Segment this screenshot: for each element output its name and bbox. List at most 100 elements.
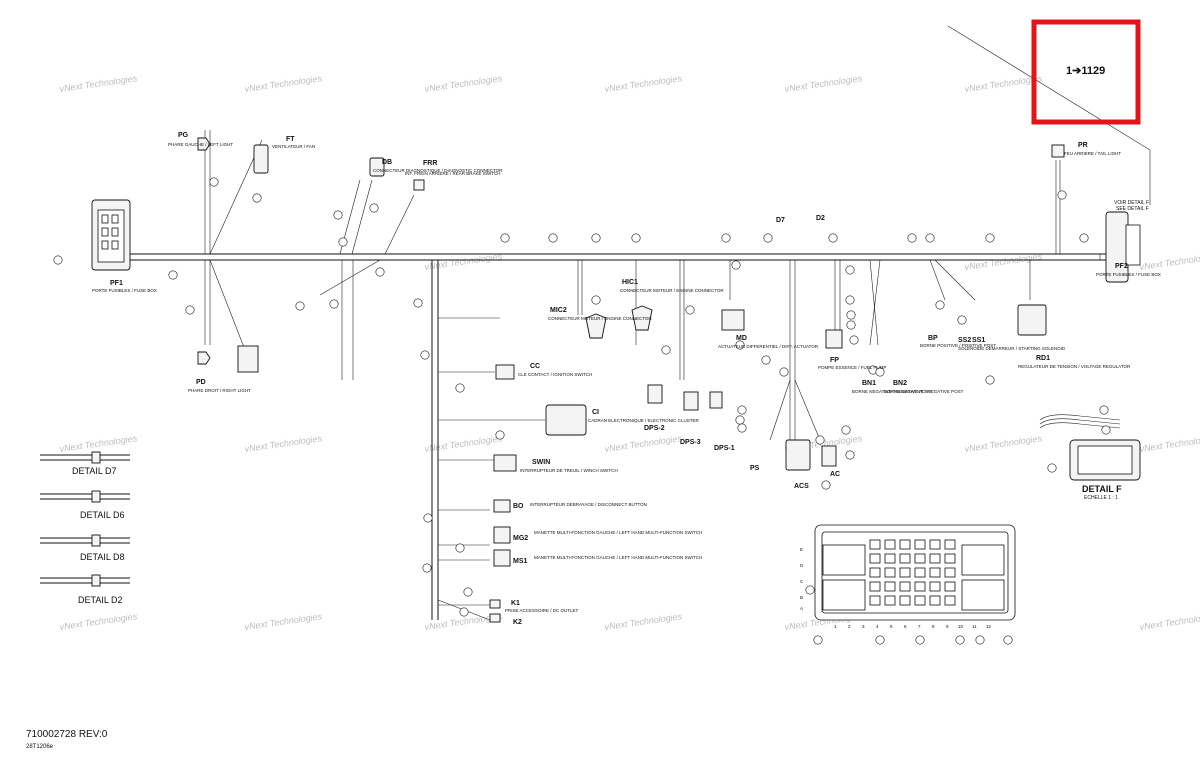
connector-code: MG2	[513, 535, 528, 542]
circuit-bubble	[422, 563, 432, 573]
connector-code: CC	[530, 363, 540, 370]
fuse-slot	[929, 539, 941, 550]
circuit-bubble	[168, 270, 178, 280]
watermark: vNext Technologies	[604, 73, 683, 94]
circuit-bubble	[845, 295, 855, 305]
connector-desc: PORTE FUSIBLES / FUSE BOX	[92, 288, 157, 293]
circuit-bubble	[763, 233, 773, 243]
circuit-bubble	[1101, 425, 1111, 435]
fuse-slot	[914, 581, 926, 592]
fusebox-col-label: 2	[848, 624, 851, 629]
connector-desc: SOLENOIDE DEMARREUR / STARTING SOLENOID	[958, 346, 1066, 351]
page-reference[interactable]: 1➔1129	[1066, 65, 1105, 77]
detail-label: DETAIL D8	[80, 552, 125, 562]
circuit-bubble	[845, 450, 855, 460]
connector-code: FT	[286, 136, 295, 143]
connector-code: PR	[1078, 142, 1088, 149]
connector-code: AC	[830, 471, 840, 478]
fuse-slot	[914, 567, 926, 578]
circuit-bubble	[548, 233, 558, 243]
circuit-bubble	[455, 543, 465, 553]
circuit-bubble	[1003, 635, 1013, 645]
circuit-bubble	[957, 315, 967, 325]
detail-f-scale: ECHELLE 1 : 1	[1084, 495, 1118, 501]
connector-code: D2	[816, 215, 825, 222]
circuit-bubble	[779, 367, 789, 377]
circuit-bubble	[841, 425, 851, 435]
fuse-slot	[929, 595, 941, 606]
watermark: vNext Technologies	[964, 433, 1043, 454]
see-detail-f: SEE DETAIL F	[1116, 206, 1149, 212]
fuse-slot	[914, 595, 926, 606]
circuit-bubble	[53, 255, 63, 265]
circuit-bubble	[731, 260, 741, 270]
connector-code: K1	[511, 600, 520, 607]
circuit-bubble	[1079, 233, 1089, 243]
page-reference-box	[1031, 19, 1141, 125]
fuse-slot	[899, 595, 911, 606]
fuse-slot	[914, 553, 926, 564]
circuit-bubble	[413, 298, 423, 308]
fusebox-col-label: 12	[986, 624, 992, 629]
fusebox-col-label: 11	[972, 624, 977, 629]
connector-code: MS1	[513, 558, 528, 565]
circuit-bubble	[761, 355, 771, 365]
fuse-slot	[914, 539, 926, 550]
fusebox-row-label: C	[800, 579, 804, 584]
connector-code: DPS-3	[680, 439, 701, 446]
connector-code: FP	[830, 357, 839, 364]
watermark: vNext Technologies	[604, 611, 683, 632]
circuit-bubble	[252, 193, 262, 203]
main-harness	[130, 130, 1108, 380]
circuit-bubble	[846, 320, 856, 330]
circuit-bubble	[875, 635, 885, 645]
fuse-slot	[869, 567, 881, 578]
connector-desc: POMPE ESSENCE / FUEL PUMP	[818, 365, 886, 370]
circuit-bubble	[925, 233, 935, 243]
circuit-bubble	[591, 295, 601, 305]
watermark-layer: vNext Technologies vNext Technologies vN…	[59, 73, 1200, 632]
circuit-bubble	[813, 635, 823, 645]
circuit-bubble	[685, 305, 695, 315]
circuit-bubble	[1099, 405, 1109, 415]
connector-desc: PHARE DROIT / RIGHT LIGHT	[188, 388, 251, 393]
connector-code: PD	[196, 379, 206, 386]
detail-label: DETAIL D7	[72, 466, 117, 476]
circuit-bubble	[805, 585, 815, 595]
document-number: 710002728 REV:0	[26, 729, 108, 740]
fusebox-col-label: 9	[946, 624, 949, 629]
circuit-bubble	[875, 367, 885, 377]
circuit-bubble	[209, 177, 219, 187]
watermark: vNext Technologies	[59, 73, 138, 94]
connector-desc: INTERRUPTEUR DEBRAYAGE / DISCONNECT BUTT…	[530, 502, 647, 507]
circuit-bubble	[845, 265, 855, 275]
fuse-slot	[944, 539, 956, 550]
connector-code: MIC2	[550, 307, 567, 314]
connector-code: MD	[736, 335, 747, 342]
connector-code: BP	[928, 335, 938, 342]
circuit-bubble	[735, 415, 745, 425]
fuse-slot	[884, 539, 896, 550]
fusebox-col-label: 5	[890, 624, 893, 629]
watermark: vNext Technologies	[1139, 611, 1200, 632]
fusebox-detail	[814, 524, 1016, 621]
connector-desc: PHARE GAUCHE / LEFT LIGHT	[168, 142, 233, 147]
connector-desc: CONNECTEUR MOTEUR / ENGINE CONNECTOR	[620, 288, 724, 293]
connector-code: PG	[178, 132, 189, 139]
detail-label: DETAIL D2	[78, 595, 123, 605]
circuit-bubble	[333, 210, 343, 220]
connector-desc: MANETTE MULTI-FONCTION GAUCHE / LEFT HAN…	[534, 530, 702, 535]
connector-desc: VENTILATEUR / FAN	[272, 144, 315, 149]
circuit-bubble	[735, 340, 745, 350]
connector-code: SS2	[958, 337, 971, 344]
fusebox-row-label: B	[800, 595, 803, 600]
circuit-bubble	[463, 587, 473, 597]
watermark: vNext Technologies	[424, 433, 503, 454]
circuit-bubble	[185, 305, 195, 315]
detail-pigtails	[40, 451, 130, 587]
circuit-bubble	[737, 423, 747, 433]
watermark: vNext Technologies	[1139, 251, 1200, 272]
circuit-bubble	[495, 430, 505, 440]
connector-desc: MANETTE MULTI-FONCTION GAUCHE / LEFT HAN…	[534, 555, 702, 560]
